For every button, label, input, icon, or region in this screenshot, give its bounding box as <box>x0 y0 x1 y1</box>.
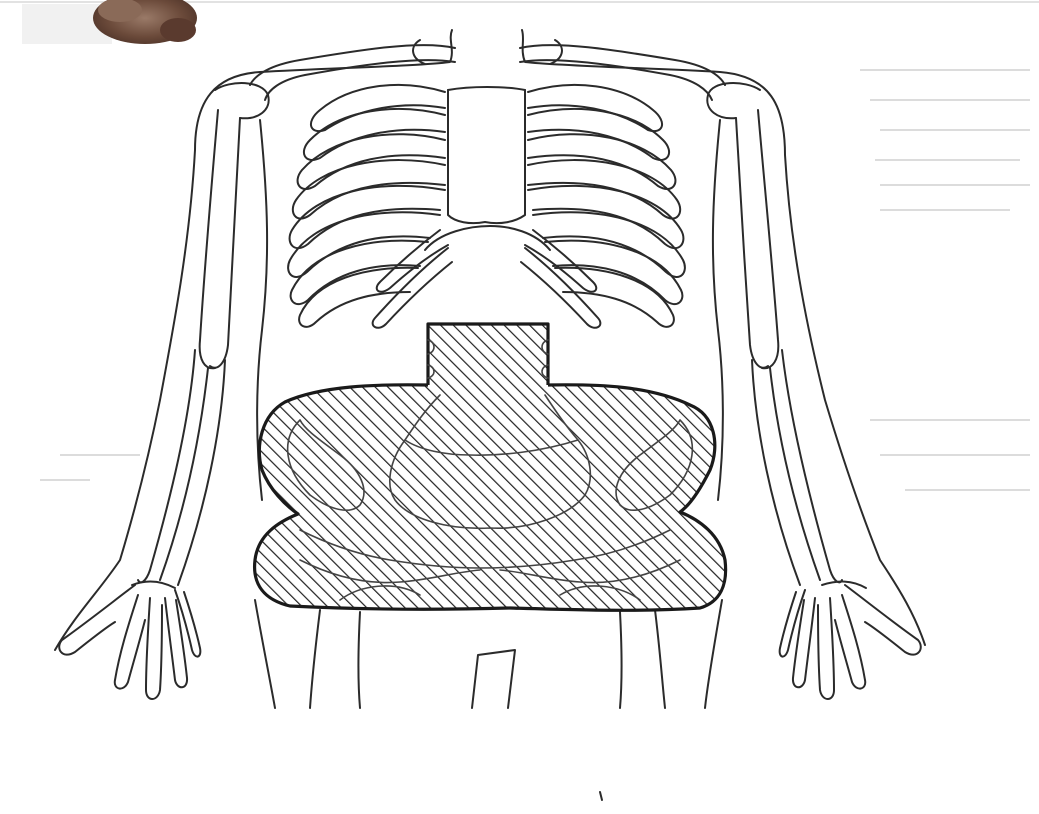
sternum <box>448 87 525 223</box>
left-hand <box>59 585 200 699</box>
rib-cage-left <box>288 85 452 328</box>
right-hand <box>780 585 921 699</box>
abdomen-hatched-region <box>255 324 726 610</box>
corner-thumbnail-image <box>22 0 197 44</box>
shoulder-girdle <box>215 40 760 118</box>
rib-cage-right <box>521 85 685 328</box>
